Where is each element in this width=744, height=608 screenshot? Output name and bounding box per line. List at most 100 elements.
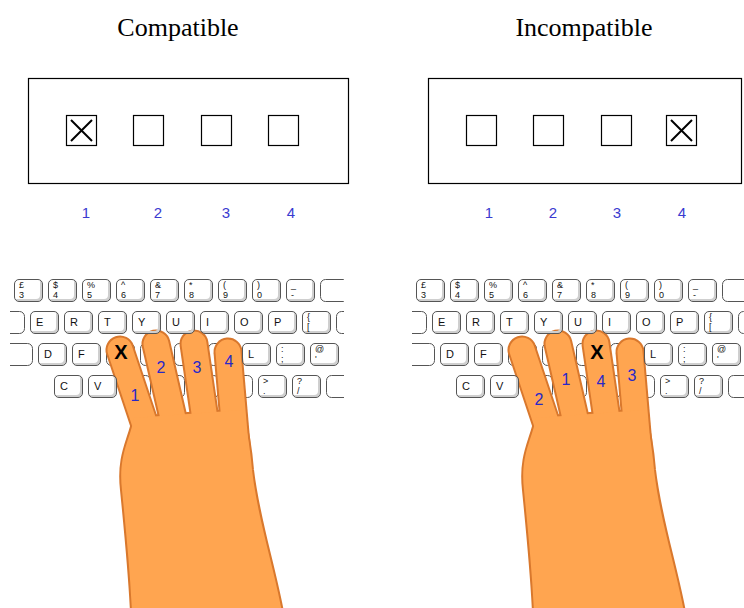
stimulus-square bbox=[134, 116, 164, 146]
key-label: - bbox=[693, 291, 716, 301]
key-label: 6 bbox=[523, 291, 546, 301]
keyboard-key: £3 bbox=[416, 279, 445, 302]
key-label: 4 bbox=[455, 291, 478, 301]
keyboard-key: Y bbox=[534, 311, 563, 334]
key-label: * bbox=[591, 281, 614, 291]
key-label: C bbox=[60, 376, 82, 397]
keyboard-key: @' bbox=[310, 343, 339, 366]
key-label: & bbox=[155, 281, 178, 291]
position-number: 1 bbox=[485, 205, 493, 222]
key-label: R bbox=[472, 312, 494, 333]
key-label: ) bbox=[257, 281, 280, 291]
keyboard-key: _- bbox=[688, 279, 717, 302]
key-label: 7 bbox=[557, 291, 580, 301]
keyboard-key: *8 bbox=[586, 279, 615, 302]
stimulus-square bbox=[534, 116, 564, 146]
keyboard-key: D bbox=[38, 343, 67, 366]
key-label: V bbox=[496, 376, 518, 397]
keyboard-key: F bbox=[474, 343, 503, 366]
key-label: { bbox=[307, 313, 330, 323]
keyboard-key: U bbox=[166, 311, 195, 334]
key-label: O bbox=[240, 312, 262, 333]
key-label: - bbox=[291, 291, 314, 301]
key-label: ? bbox=[699, 377, 722, 387]
keyboard-key: {[ bbox=[704, 311, 733, 334]
key-label: ) bbox=[659, 281, 682, 291]
key-label: L bbox=[248, 344, 270, 365]
keyboard-key: &7 bbox=[150, 279, 179, 302]
keyboard-key: *8 bbox=[184, 279, 213, 302]
key-label: P bbox=[676, 312, 698, 333]
keyboard-key: P bbox=[670, 311, 699, 334]
finger-number: 1 bbox=[131, 387, 140, 405]
key-label: @ bbox=[717, 345, 740, 355]
keyboard-key: ?/ bbox=[694, 375, 723, 398]
keyboard-key: )0 bbox=[252, 279, 281, 302]
key-label: U bbox=[172, 312, 194, 333]
keyboard-key: D bbox=[440, 343, 469, 366]
keyboard-key: $4 bbox=[450, 279, 479, 302]
position-number: 2 bbox=[154, 205, 162, 222]
position-number: 4 bbox=[287, 205, 295, 222]
key-label: 9 bbox=[223, 291, 246, 301]
key-label: 5 bbox=[87, 291, 110, 301]
keyboard-key: L bbox=[644, 343, 673, 366]
keyboard-key: C bbox=[54, 375, 83, 398]
keyboard-key: >. bbox=[660, 375, 689, 398]
key-label: $ bbox=[53, 281, 76, 291]
keyboard-key: (9 bbox=[620, 279, 649, 302]
keyboard-key: P bbox=[268, 311, 297, 334]
stimulus-square bbox=[667, 116, 697, 146]
key-label: D bbox=[44, 344, 66, 365]
key-label: R bbox=[70, 312, 92, 333]
key-label: 8 bbox=[591, 291, 614, 301]
keyboard-key: C bbox=[456, 375, 485, 398]
key-label: / bbox=[297, 387, 320, 397]
key-label: . bbox=[665, 387, 688, 397]
key-label: O bbox=[642, 312, 664, 333]
key-label: : bbox=[683, 345, 706, 355]
keyboard-key: F bbox=[72, 343, 101, 366]
key-label: V bbox=[94, 376, 116, 397]
key-label: _ bbox=[693, 281, 716, 291]
key-label: 7 bbox=[155, 291, 178, 301]
key-label: E bbox=[438, 312, 460, 333]
keyboard-key: I bbox=[200, 311, 229, 334]
stimulus-square bbox=[269, 116, 299, 146]
keyboard-key: {[ bbox=[302, 311, 331, 334]
key-label: [ bbox=[307, 323, 330, 333]
finger-number: 2 bbox=[157, 359, 166, 377]
key-label: > bbox=[665, 377, 688, 387]
keyboard-key: &7 bbox=[552, 279, 581, 302]
cross-mark bbox=[71, 120, 92, 141]
key-label: £ bbox=[421, 281, 444, 291]
key-label: ; bbox=[683, 355, 706, 365]
key-label: _ bbox=[291, 281, 314, 291]
key-label: 0 bbox=[257, 291, 280, 301]
key-label: ' bbox=[717, 355, 740, 365]
key-label: { bbox=[709, 313, 732, 323]
key-label: ^ bbox=[121, 281, 144, 291]
position-number: 3 bbox=[222, 205, 230, 222]
stimulus-square bbox=[202, 116, 232, 146]
key-label: T bbox=[104, 312, 126, 333]
key-label: £ bbox=[19, 281, 42, 291]
position-number: 1 bbox=[82, 205, 90, 222]
keyboard-key: R bbox=[466, 311, 495, 334]
keyboard-key: U bbox=[568, 311, 597, 334]
finger-number: 3 bbox=[628, 367, 637, 385]
keyboard-key: V bbox=[88, 375, 117, 398]
key-label: * bbox=[189, 281, 212, 291]
panel-title: Incompatible bbox=[515, 14, 652, 43]
keyboard-key: :; bbox=[678, 343, 707, 366]
key-label: > bbox=[263, 377, 286, 387]
key-label: 3 bbox=[19, 291, 42, 301]
position-number: 4 bbox=[678, 205, 686, 222]
key-label: . bbox=[263, 387, 286, 397]
keyboard-key: E bbox=[30, 311, 59, 334]
keyboard-key: I bbox=[602, 311, 631, 334]
position-number: 2 bbox=[549, 205, 557, 222]
keyboard-key: O bbox=[636, 311, 665, 334]
keyboard-key: _- bbox=[286, 279, 315, 302]
key-label: E bbox=[36, 312, 58, 333]
